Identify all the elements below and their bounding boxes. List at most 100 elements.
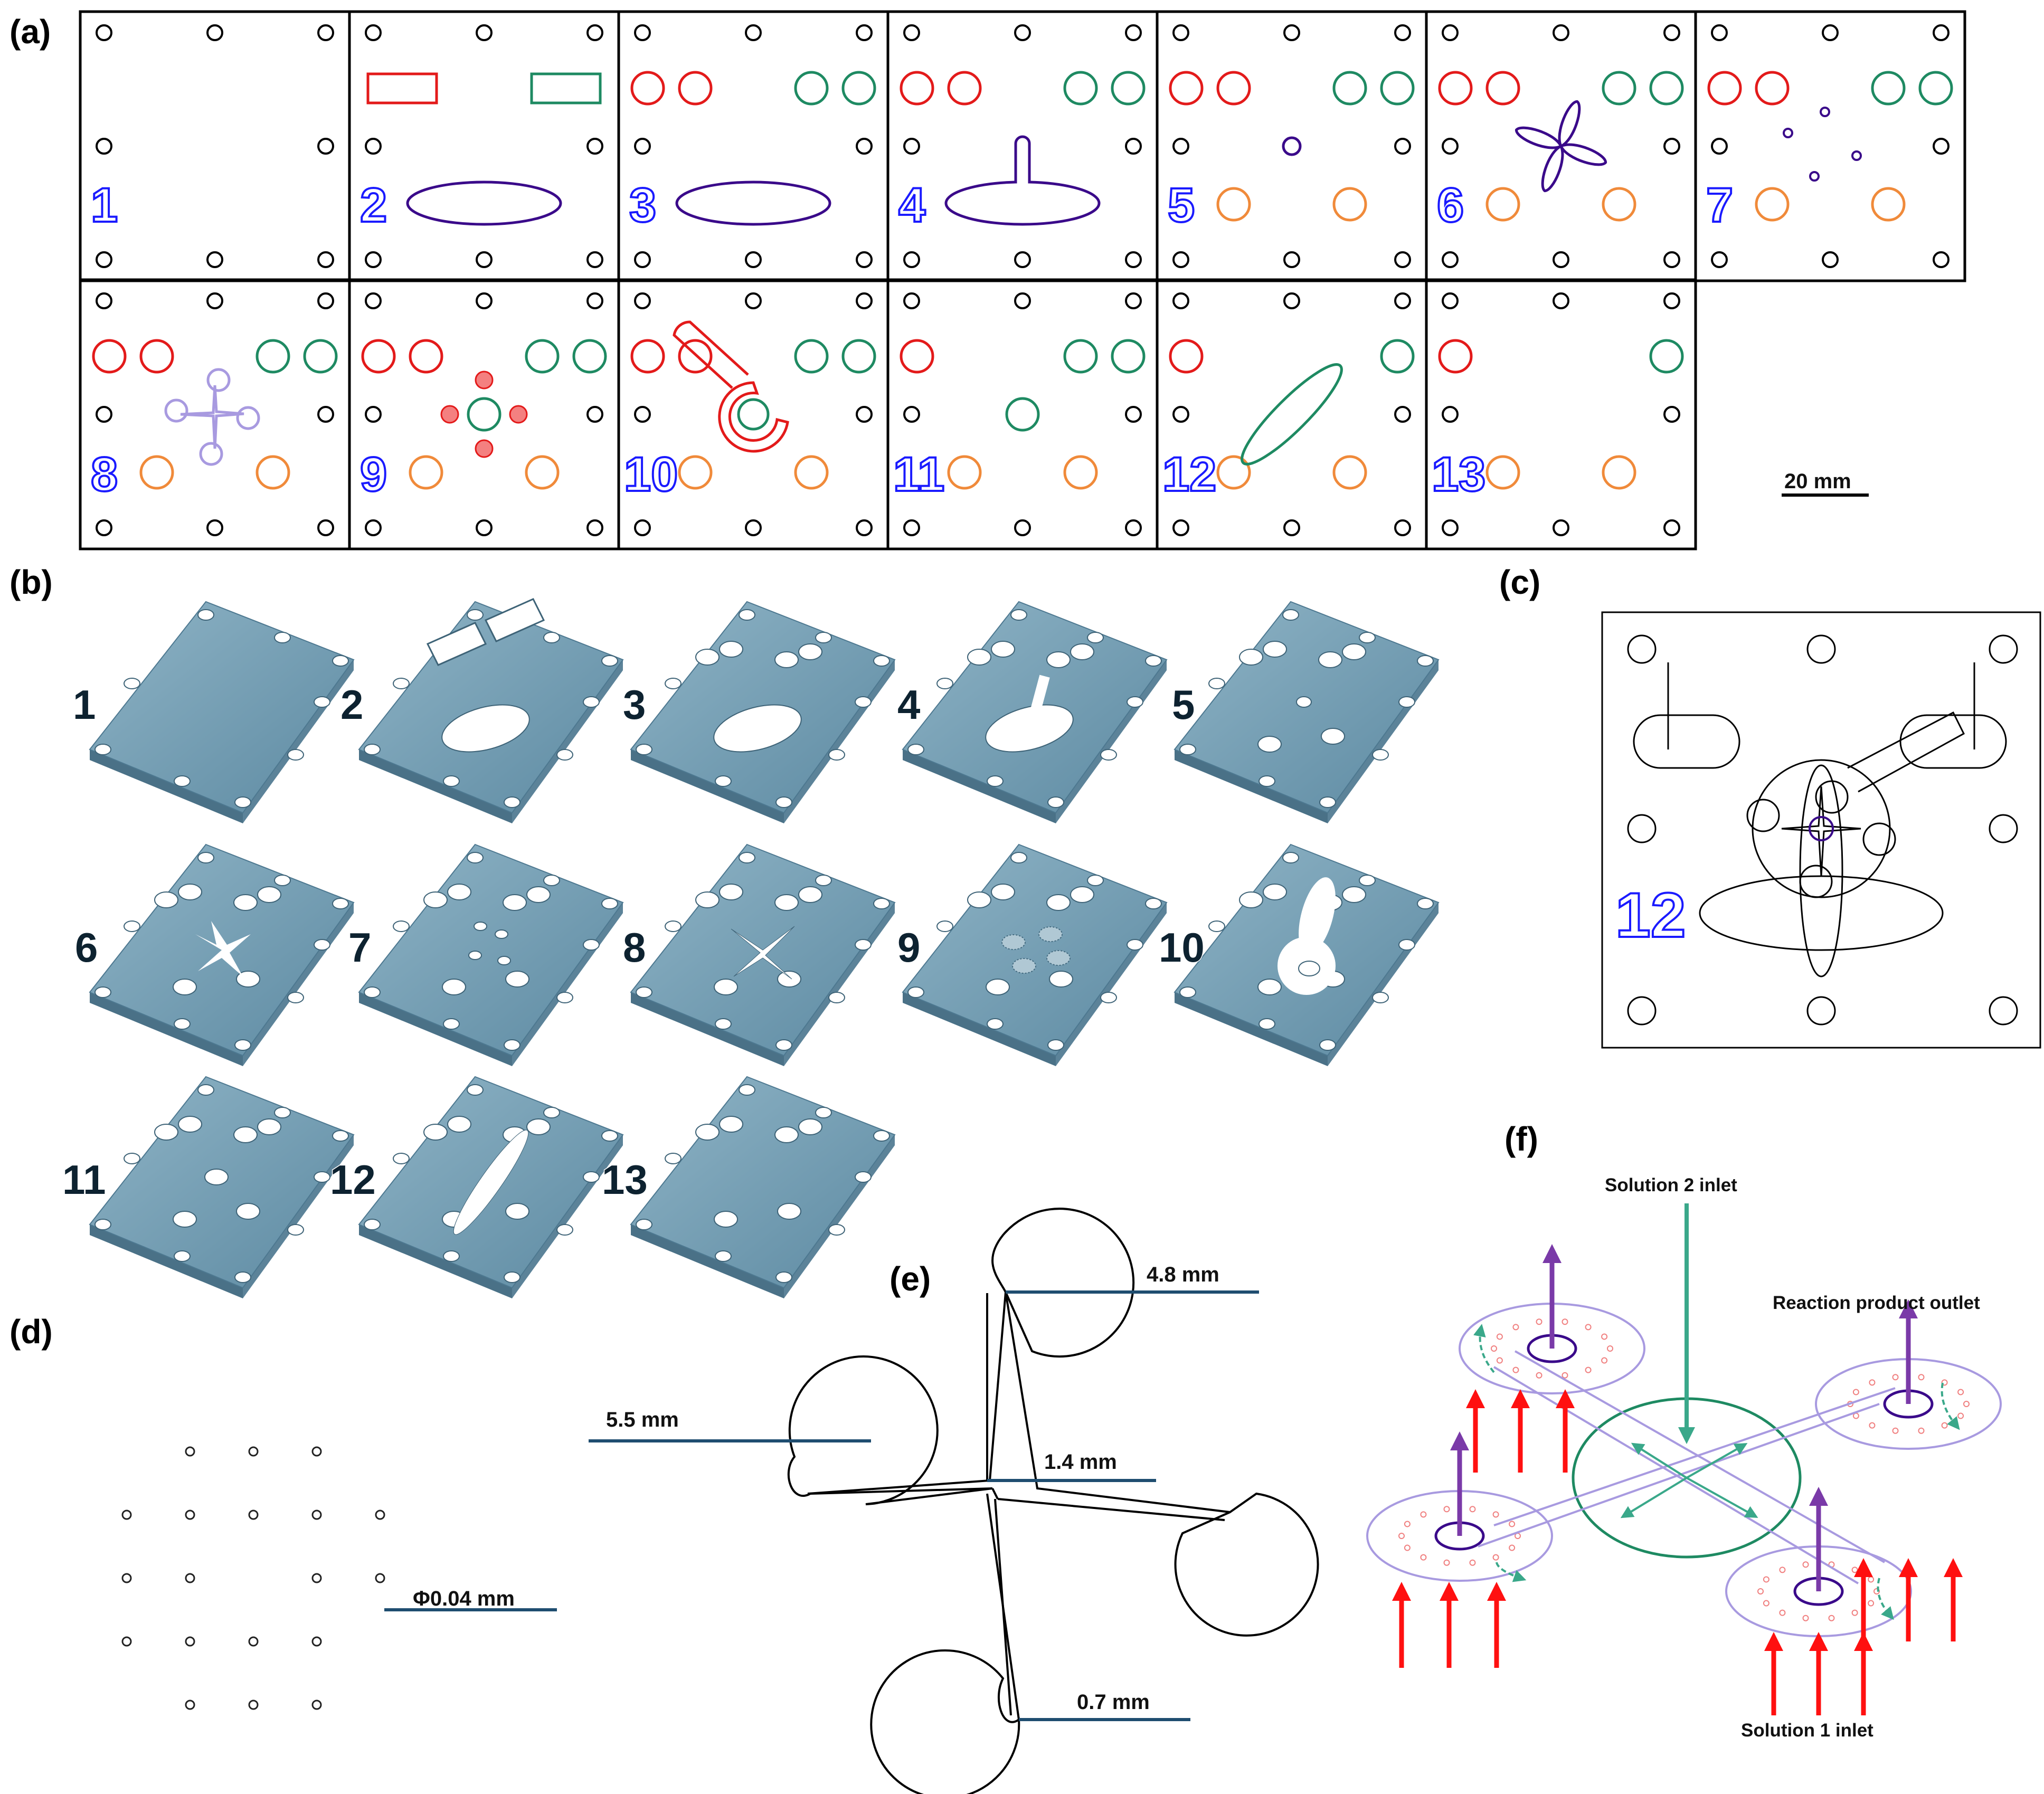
tile-hole <box>467 1084 484 1096</box>
orange-port <box>1602 187 1636 222</box>
micro-nozzle <box>1851 1567 1858 1573</box>
orange-port <box>1063 455 1098 490</box>
tile-number: 2 <box>340 681 363 728</box>
red-port <box>409 339 443 374</box>
panel-label-d: (d) <box>10 1313 53 1351</box>
tile-port <box>1298 961 1320 976</box>
red-port <box>1707 71 1742 106</box>
bolt-hole <box>903 24 920 41</box>
bolt-hole <box>1394 138 1411 155</box>
tile-6 <box>89 843 355 1066</box>
tile-hole <box>636 1219 652 1230</box>
plate-frame <box>348 278 620 550</box>
bolt-hole <box>1553 292 1569 309</box>
plate-frame <box>617 278 889 550</box>
micro-hole <box>311 1573 322 1583</box>
orange-port <box>1602 455 1636 490</box>
micro-nozzle <box>1869 1379 1876 1386</box>
micro-hole <box>311 1636 322 1647</box>
bolt-hole <box>903 519 920 536</box>
bolt-hole <box>1014 251 1031 268</box>
tile-port <box>503 894 527 911</box>
tile-hole <box>665 1153 682 1164</box>
panel-label-c: (c) <box>1499 563 1540 601</box>
tile-port <box>695 1124 720 1141</box>
tile-hole <box>94 986 111 998</box>
bolt-hole <box>1125 406 1142 423</box>
tile-port <box>233 1126 258 1143</box>
swirl-arrow <box>1473 1324 1495 1373</box>
tile-hole <box>174 1250 191 1262</box>
tile-hole <box>715 1250 732 1262</box>
micro-nozzle <box>1496 1333 1503 1340</box>
tile-number: 3 <box>623 681 646 728</box>
red-port <box>1216 71 1251 106</box>
micro-nozzle <box>1852 1389 1859 1396</box>
bolt-hole <box>1125 251 1142 268</box>
plate-1 <box>79 10 351 282</box>
red-port <box>1755 71 1790 106</box>
bolt-hole <box>1822 251 1839 268</box>
bolt-hole <box>903 292 920 309</box>
tile-port <box>798 1118 822 1135</box>
tile-micro-array <box>1001 934 1026 950</box>
micro-nozzle <box>1957 1412 1964 1419</box>
orange-port <box>1332 455 1367 490</box>
solution-2-inlet-label: Solution 2 inlet <box>1605 1175 1737 1195</box>
green-port <box>1111 71 1146 106</box>
tile-top <box>358 843 624 1057</box>
tile-side <box>631 749 784 823</box>
tile-number: 6 <box>75 924 98 971</box>
tile-hole <box>1372 749 1389 761</box>
bolt-hole <box>1711 24 1728 41</box>
green-port <box>841 339 876 374</box>
bolt-hole <box>1933 24 1950 41</box>
micro-nozzle <box>1420 1554 1427 1561</box>
tile-side <box>359 749 512 823</box>
dim-label-0-7: 0.7 mm <box>1077 1691 1150 1714</box>
micro-nozzle <box>1443 1506 1450 1513</box>
tile-hole <box>665 920 682 932</box>
red-port <box>630 71 665 106</box>
micro-nozzle <box>1492 1554 1499 1561</box>
tile-hole <box>1047 1039 1064 1051</box>
micro-nozzle <box>1892 1374 1899 1381</box>
micro-nozzle <box>1763 1600 1769 1607</box>
tile-hole <box>197 609 214 621</box>
green-port <box>1063 71 1098 106</box>
purple-micro-hole <box>1783 128 1793 138</box>
tile-hole <box>601 898 618 909</box>
bolt-hole <box>1442 292 1459 309</box>
tile-port <box>1046 894 1071 911</box>
tile-port <box>447 1116 471 1133</box>
tile-port <box>154 891 178 908</box>
plate-frame <box>1694 10 1966 282</box>
bolt-hole <box>476 251 493 268</box>
red-slot <box>366 72 438 105</box>
tile-hole <box>332 655 349 667</box>
tile-port <box>1263 884 1287 900</box>
tile-hole <box>987 1018 1004 1030</box>
tile-spiral-channel <box>1299 877 1336 954</box>
micro-nozzle <box>1763 1576 1769 1583</box>
bolt-hole <box>856 251 873 268</box>
tile-port <box>1049 971 1073 988</box>
tile-port <box>774 1126 799 1143</box>
swirl-arrow <box>1496 1562 1527 1582</box>
bolt-hole <box>634 138 651 155</box>
tile-port <box>695 891 720 908</box>
orange-port <box>1216 455 1251 490</box>
tile-13 <box>630 1076 896 1298</box>
tile-1 <box>89 601 355 823</box>
bolt-hole <box>365 406 382 423</box>
tile-hole <box>1208 678 1225 689</box>
tile-hole <box>636 986 652 998</box>
bolt-hole <box>317 406 334 423</box>
lavender-lobe <box>206 368 231 392</box>
tile-port <box>719 1116 743 1133</box>
tile-port <box>442 979 466 995</box>
red-port <box>1438 71 1473 106</box>
panel-d-hole-array <box>121 1446 385 1710</box>
tile-hole <box>739 1084 755 1096</box>
orange-port <box>1216 187 1251 222</box>
